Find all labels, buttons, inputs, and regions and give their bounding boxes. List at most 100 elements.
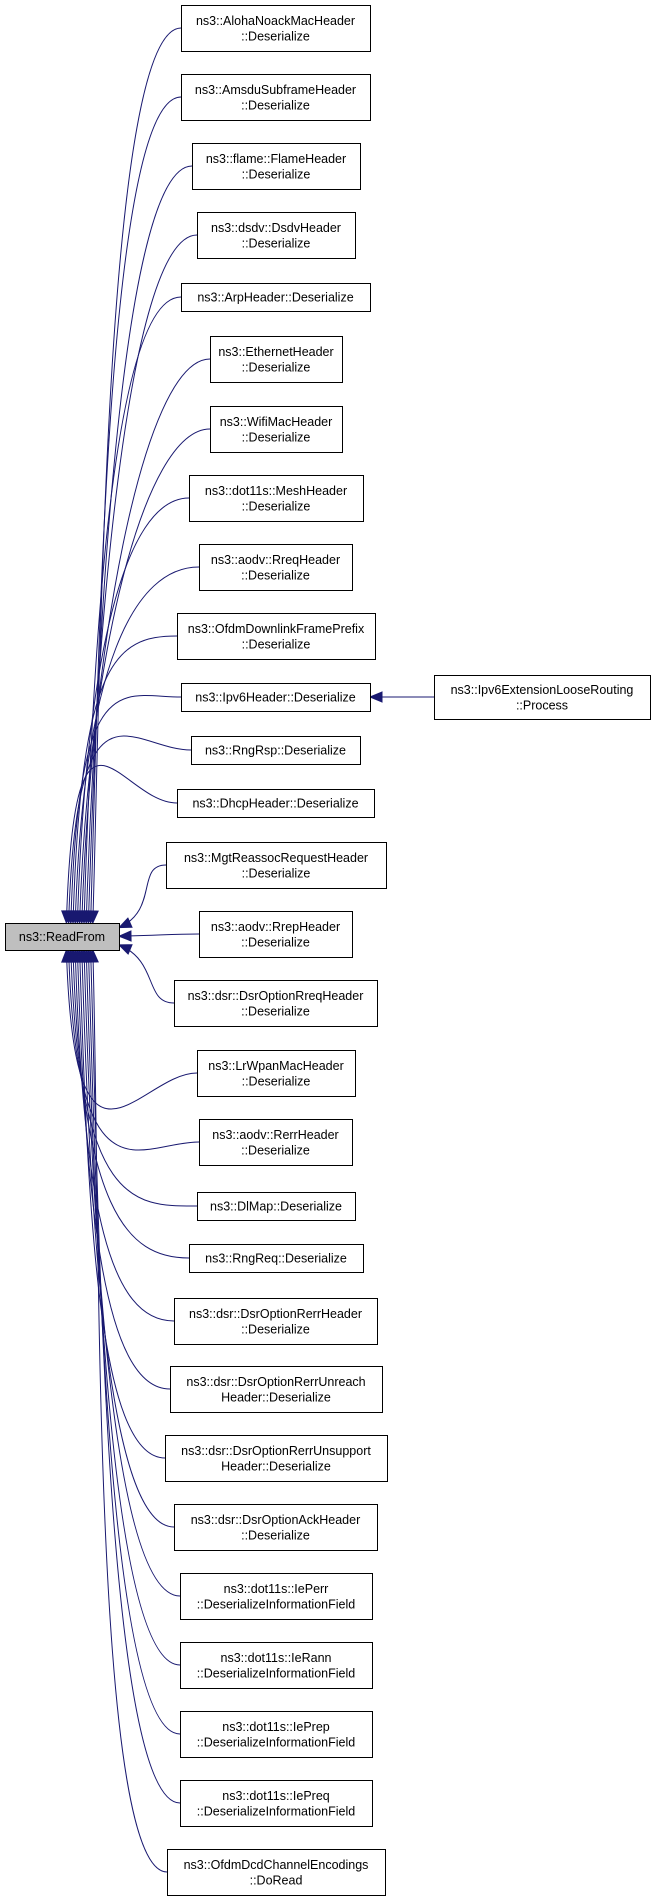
caller-node[interactable]: ns3::MgtReassocRequestHeader::Deserializ… [166,842,387,889]
caller-node[interactable]: ns3::dsdv::DsdvHeader::Deserialize [197,212,356,259]
node-label-line: ns3::dsr::DsrOptionRerrHeader [189,1307,362,1321]
node-label-line: ::Deserialize [242,360,311,374]
caller-node[interactable]: ns3::EthernetHeader::Deserialize [210,336,343,383]
node-box [180,1642,373,1689]
node-box [165,1435,388,1482]
caller-node[interactable]: ns3::AlohaNoackMacHeader::Deserialize [181,5,371,52]
arrow-head [117,944,133,955]
node-box [174,980,378,1027]
node-box [199,911,353,958]
node-label-line: Header::Deserialize [221,1459,331,1473]
caller-node[interactable]: ns3::dot11s::IeRann::DeserializeInformat… [180,1642,373,1689]
call-edge [70,695,182,924]
caller-node[interactable]: ns3::WifiMacHeader::Deserialize [210,406,343,453]
node-label-line: ns3::OfdmDcdChannelEncodings [184,1858,369,1872]
caller-node[interactable]: ns3::Ipv6Header::Deserialize [181,683,371,712]
caller-node[interactable]: ns3::dsr::DsrOptionRreqHeader::Deseriali… [174,980,378,1027]
caller-node[interactable]: ns3::dsr::DsrOptionRerrUnsupportHeader::… [165,1435,388,1482]
node-box [170,1366,383,1413]
node-box [177,613,376,660]
node-box [174,1298,378,1345]
node-label-line: ::DeserializeInformationField [197,1804,355,1818]
caller-node[interactable]: ns3::dot11s::IePreq::DeserializeInformat… [180,1780,373,1827]
caller-node[interactable]: ns3::aodv::RreqHeader::Deserialize [199,544,353,591]
node-label-line: ::Deserialize [242,430,311,444]
node-box [181,5,371,52]
call-edge [72,949,190,1259]
node-label-line: ::Deserialize [242,1074,311,1088]
node-label-line: ns3::DlMap::Deserialize [210,1200,342,1214]
node-label-line: ns3::aodv::RerrHeader [212,1128,338,1142]
node-box [174,1504,378,1551]
node-label-line: ns3::LrWpanMacHeader [208,1059,343,1073]
call-edge [118,864,167,929]
node-label-line: ns3::aodv::RrepHeader [211,920,340,934]
node-label-line: ::Deserialize [241,98,310,112]
caller-node[interactable]: ns3::dsr::DsrOptionRerrUnreachHeader::De… [170,1366,383,1413]
node-label-line: ::Deserialize [242,236,311,250]
caller-node[interactable]: ns3::LrWpanMacHeader::Deserialize [197,1050,356,1097]
arrow-head [61,910,73,925]
arrow-head [117,917,133,929]
caller-node[interactable]: ns3::AmsduSubframeHeader::Deserialize [181,74,371,121]
node-label-line: ::DeserializeInformationField [197,1735,355,1749]
caller-node[interactable]: ns3::dsr::DsrOptionAckHeader::Deserializ… [174,1504,378,1551]
node-label-line: ns3::WifiMacHeader [220,415,333,429]
caller-node[interactable]: ns3::dot11s::IePerr::DeserializeInformat… [180,1573,373,1620]
node-box [181,74,371,121]
second-level-caller-node[interactable]: ns3::Ipv6ExtensionLooseRouting::Process [434,675,651,720]
call-edge [68,949,200,1151]
caller-node[interactable]: ns3::aodv::RerrHeader::Deserialize [199,1119,353,1166]
node-label-line: ns3::dot11s::MeshHeader [205,484,347,498]
node-label-line: ns3::dot11s::IePrep [222,1720,330,1734]
call-edge [70,949,198,1207]
node-label-line: ::Deserialize [241,935,310,949]
call-edge [76,949,171,1390]
call-edge [65,765,178,924]
node-box [210,336,343,383]
caller-node[interactable]: ns3::dsr::DsrOptionRerrHeader::Deseriali… [174,1298,378,1345]
node-label-line: ns3::dot11s::IeRann [221,1651,332,1665]
caller-node[interactable]: ns3::RngRsp::Deserialize [191,736,361,765]
call-edge [68,735,192,924]
caller-node[interactable]: ns3::flame::FlameHeader::Deserialize [192,143,361,190]
node-label-line: ns3::aodv::RreqHeader [211,553,340,567]
caller-node[interactable]: ns3::OfdmDownlinkFramePrefix::Deserializ… [177,613,376,660]
node-box [210,406,343,453]
caller-node[interactable]: ns3::dot11s::IePrep::DeserializeInformat… [180,1711,373,1758]
node-box [177,789,375,818]
call-edge [74,949,175,1322]
caller-node[interactable]: ns3::OfdmDcdChannelEncodings::DoRead [167,1849,386,1896]
call-edge [65,949,198,1110]
call-edge [83,949,181,1597]
edges-layer [61,27,434,1873]
node-box [191,736,361,765]
caller-node[interactable]: ns3::aodv::RrepHeader::Deserialize [199,911,353,958]
root-node[interactable]: ns3::ReadFrom [5,923,120,951]
arrow-head [117,930,132,942]
caller-node[interactable]: ns3::RngReq::Deserialize [189,1244,364,1273]
node-label-line: ::Deserialize [242,637,311,651]
call-edge [81,358,211,924]
call-edge [76,497,190,924]
caller-node[interactable]: ns3::DlMap::Deserialize [197,1192,356,1221]
node-label-line: ns3::ArpHeader::Deserialize [197,291,353,305]
node-box [199,544,353,591]
arrow-head [368,691,383,703]
caller-node[interactable]: ns3::dot11s::MeshHeader::Deserialize [189,475,364,522]
node-label-line: ns3::flame::FlameHeader [206,152,346,166]
node-label-line: ns3::DhcpHeader::Deserialize [192,797,358,811]
node-box [197,1192,356,1221]
caller-node[interactable]: ns3::ArpHeader::Deserialize [181,283,371,312]
node-label-line: ns3::Ipv6ExtensionLooseRouting [451,683,634,697]
node-box [180,1780,373,1827]
node-label-line: ::Process [516,698,568,712]
caller-node[interactable]: ns3::DhcpHeader::Deserialize [177,789,375,818]
node-box [199,1119,353,1166]
node-label-line: ::Deserialize [241,1004,310,1018]
node-box [192,143,361,190]
node-label-line: ::Deserialize [241,1143,310,1157]
node-label-line: ns3::Ipv6Header::Deserialize [195,691,356,705]
node-label-line: ns3::ReadFrom [19,930,105,944]
